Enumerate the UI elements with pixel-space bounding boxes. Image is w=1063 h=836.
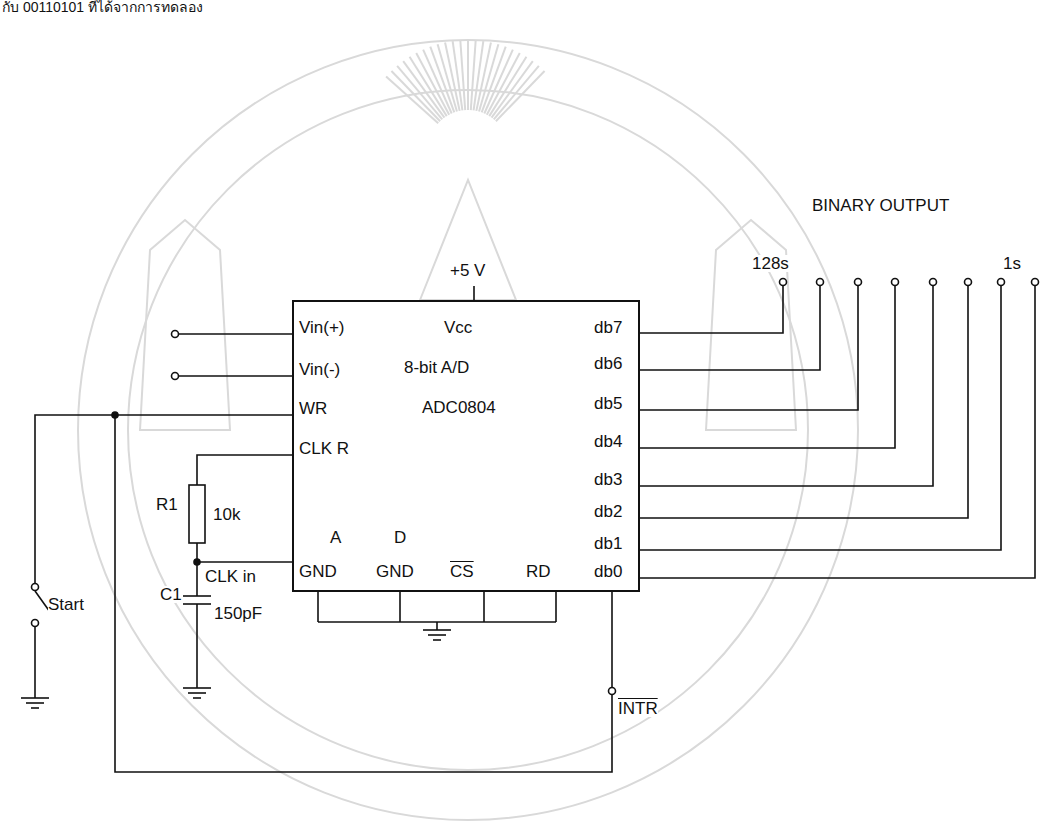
wire — [35, 415, 292, 583]
wire — [611, 592, 613, 687]
ground-symbol — [26, 702, 44, 704]
pin-label: ADC0804 — [422, 399, 496, 416]
ground-symbol — [183, 687, 211, 689]
terminal — [32, 620, 39, 627]
terminal — [892, 279, 899, 286]
wires — [21, 279, 1039, 773]
ground-lead — [34, 690, 36, 698]
pin-label: GND — [299, 563, 337, 580]
wire — [640, 286, 858, 410]
ground-symbol — [21, 697, 49, 699]
signal-label: INTR — [618, 700, 658, 717]
wire — [178, 375, 292, 377]
capacitor-plate — [183, 595, 211, 597]
wire — [196, 604, 198, 680]
pin-label: Vin(-) — [299, 361, 340, 378]
wire — [197, 455, 292, 485]
pin-label: A — [330, 529, 341, 546]
wire — [640, 286, 1035, 578]
pin-label: CLK R — [299, 440, 349, 457]
terminal — [855, 279, 862, 286]
pin-label: db7 — [594, 319, 622, 336]
terminal — [172, 373, 179, 380]
pin-label: db2 — [594, 503, 622, 520]
wire — [555, 592, 557, 622]
terminal — [780, 279, 787, 286]
note-text: กับ 00110101 ที่ได้จากการทดลอง — [2, 0, 203, 14]
terminal — [965, 279, 972, 286]
ic-chip: Vcc Vin(+) Vin(-) 8-bit A/D WR ADC0804CLK R A D… — [292, 300, 640, 592]
wire — [640, 286, 783, 333]
terminal — [32, 584, 39, 591]
ground-symbol — [428, 634, 446, 636]
wire — [640, 286, 1001, 550]
signal-label: C1 — [160, 586, 182, 603]
ground-symbol — [433, 639, 441, 641]
supply-wire — [473, 286, 475, 300]
pin-label: Vin(+) — [299, 319, 345, 336]
pin-label: 8-bit A/D — [404, 359, 469, 376]
wire — [34, 627, 36, 690]
wire — [317, 592, 319, 622]
ground-symbol — [31, 707, 39, 709]
wire — [483, 592, 485, 622]
wire — [399, 592, 401, 622]
wire — [197, 561, 292, 563]
ground-symbol — [188, 692, 206, 694]
ground-symbol — [193, 697, 201, 699]
signal-label: 128s — [752, 255, 789, 272]
wire — [640, 286, 933, 486]
pin-label: db4 — [594, 433, 622, 450]
ground-symbol — [423, 629, 451, 631]
pin-label: D — [394, 529, 406, 546]
pin-label: GND — [376, 563, 414, 580]
signal-label: BINARY OUTPUT — [812, 197, 949, 214]
pin-label: CS — [450, 563, 474, 580]
terminal — [609, 688, 616, 695]
pin-label: db6 — [594, 355, 622, 372]
wire — [640, 286, 968, 518]
terminal — [1032, 279, 1039, 286]
signal-label: 150pF — [214, 605, 262, 622]
signal-label: Start — [48, 596, 84, 613]
resistor-symbol — [189, 485, 205, 543]
terminal — [998, 279, 1005, 286]
pin-label: RD — [526, 563, 551, 580]
terminal — [817, 279, 824, 286]
ground-lead — [436, 622, 438, 630]
pin-label: WR — [299, 400, 327, 417]
signal-label: R1 — [156, 496, 178, 513]
pin-label: db1 — [594, 535, 622, 552]
ground-lead — [196, 680, 198, 688]
wire — [640, 286, 895, 448]
wire — [196, 543, 198, 596]
signal-label: +5 V — [450, 262, 485, 279]
pin-label: Vcc — [444, 319, 472, 336]
wire — [640, 286, 820, 370]
terminal — [172, 331, 179, 338]
pin-label: db5 — [594, 395, 622, 412]
signal-label: 10k — [213, 506, 240, 523]
signal-label: 1s — [1003, 255, 1021, 272]
wire — [178, 333, 292, 335]
watermark-emblem — [78, 40, 858, 820]
pin-label: db3 — [594, 471, 622, 488]
signal-label: CLK in — [205, 568, 256, 585]
pin-label: db0 — [594, 563, 622, 580]
wire — [115, 415, 612, 772]
terminal — [930, 279, 937, 286]
